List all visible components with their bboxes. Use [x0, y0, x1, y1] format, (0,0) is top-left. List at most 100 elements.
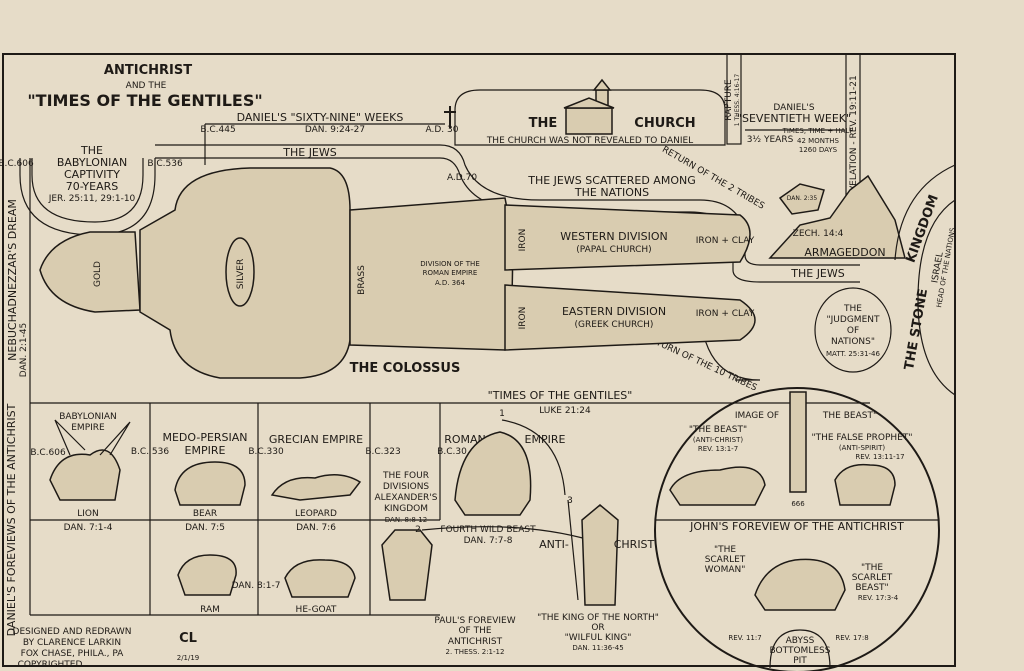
image-1: IMAGE OF: [735, 411, 779, 421]
revelation-label: THE REVELATION - REV. 19:11-21: [849, 75, 859, 226]
title-line1: ANTICHRIST: [104, 63, 192, 78]
iron-clay-east: IRON + CLAY: [696, 309, 755, 319]
abyss-3: PIT: [793, 656, 807, 666]
num-2: 2: [415, 525, 421, 535]
grecian-date: B.C.330: [248, 447, 284, 457]
king-1: "THE KING OF THE NORTH": [537, 613, 659, 623]
fourth-beast-ref: DAN. 7:7-8: [464, 536, 513, 546]
church-note: THE CHURCH WAS NOT REVEALED TO DANIEL: [486, 136, 693, 146]
johns-block: JOHN'S FOREVIEW OF THE ANTICHRIST IMAGE …: [654, 387, 940, 671]
div-1: DIVISION OF THE: [420, 260, 480, 268]
title-block: ANTICHRIST AND THE "TIMES OF THE GENTILE…: [27, 63, 262, 110]
credits-2: BY CLARENCE LARKIN: [23, 638, 121, 648]
judgment-3: OF: [847, 326, 859, 336]
foreviews-label: DANIEL'S FOREVIEWS OF THE ANTICHRIST: [5, 403, 18, 636]
king-figure-icon: [581, 504, 619, 606]
beast-1: "THE BEAST": [689, 425, 747, 435]
leopard-ref: DAN. 7:6: [296, 523, 336, 533]
iron-clay-west: IRON + CLAY: [696, 236, 755, 246]
scattered-1: THE JEWS SCATTERED AMONG: [527, 174, 696, 187]
johns-label: JOHN'S FOREVIEW OF THE ANTICHRIST: [689, 520, 904, 533]
seventieth-week: DANIEL'S "SEVENTIETH WEEK" 3½ YEARS TIME…: [737, 103, 853, 154]
rapture-ref: 1 THESS. 4:16-17: [734, 74, 741, 127]
weeks-ref: DAN. 9:24-27: [305, 125, 365, 135]
lion-label: LION: [77, 509, 99, 519]
captivity-line2: BABYLONIAN: [57, 156, 127, 169]
four-2: DIVISIONS: [383, 482, 430, 492]
beast-2: (ANTI-CHRIST): [693, 436, 743, 444]
church-label: CHURCH: [634, 116, 695, 131]
babylon-date: B.C.606: [30, 448, 66, 458]
nebuchadnezzar-label-block: NEBUCHADNEZZAR'S DREAM DAN. 2:1-45: [6, 158, 31, 403]
church-block: THE CHURCH THE CHURCH WAS NOT REVEALED T…: [454, 78, 726, 146]
goat-head-icon: [381, 529, 433, 601]
woman-3: WOMAN": [705, 565, 746, 575]
ad30-label: A.D. 30: [426, 125, 459, 135]
abyss-arc: [769, 629, 831, 669]
rapture-label: RAPTURE: [724, 79, 734, 121]
div-3: A.D. 364: [435, 279, 466, 287]
ad70-label: A.D.70: [447, 173, 477, 183]
bc606-top: B.C.606: [0, 159, 34, 169]
image-2: THE BEAST": [822, 411, 877, 421]
credits-mark: CL: [179, 631, 197, 646]
beast-ref: REV. 13:1-7: [698, 445, 738, 453]
king-ref: DAN. 11:36-45: [572, 644, 623, 652]
four-1: THE FOUR: [382, 471, 429, 481]
east-2: (GREEK CHURCH): [575, 320, 654, 330]
king-2: "WILFUL KING": [565, 633, 632, 643]
foreviews-grid: DANIEL'S FOREVIEWS OF THE ANTICHRIST: [5, 403, 441, 636]
colossus-head: [39, 231, 141, 313]
num-666: 666: [791, 500, 805, 508]
babylon-cell: BABYLONIAN EMPIRE B.C.606 LION DAN. 7:1-…: [30, 412, 131, 533]
sbeast-ref: REV. 17:3-4: [858, 594, 899, 602]
ram-label: RAM: [200, 605, 220, 615]
credits-3: FOX CHASE, PHILA., PA: [21, 649, 125, 659]
silver-label: SILVER: [236, 259, 246, 290]
abyss-2: BOTTOMLESS: [770, 646, 831, 656]
sbeast-1: "THE: [861, 563, 883, 573]
paul-3: ANTICHRIST: [448, 637, 503, 647]
gold-label: GOLD: [93, 261, 103, 287]
times-3: 1260 DAYS: [799, 146, 838, 154]
gentiles-label: "TIMES OF THE GENTILES": [488, 389, 633, 402]
paul-ref: 2. THESS. 2:1-12: [446, 648, 505, 656]
johns-circle: [654, 387, 940, 671]
babylon-1: BABYLONIAN: [59, 412, 117, 422]
bc536-top: B.C.536: [147, 159, 183, 169]
title-line2: AND THE: [126, 81, 167, 91]
roman-date: B.C.30: [437, 447, 467, 457]
times-1: TIMES, TIME + HALF: [782, 127, 854, 135]
stone-icon: [778, 183, 825, 215]
paul-2: OF THE: [458, 626, 491, 636]
zech-label: ZECH. 14:4: [793, 229, 844, 239]
weeks-label: DANIEL'S "SIXTY-NINE" WEEKS: [237, 111, 404, 124]
sbeast-3: BEAST": [855, 583, 888, 593]
fourth-beast-icon: [454, 431, 532, 516]
sword-icon: [567, 499, 579, 601]
four-divisions-cell: B.C.323 THE FOUR DIVISIONS ALEXANDER'S K…: [365, 447, 438, 601]
bear-icon: [174, 461, 246, 506]
fourth-beast-label: FOURTH WILD BEAST: [440, 525, 536, 535]
scattered-2: THE NATIONS: [574, 186, 649, 199]
medo-cell: MEDO-PERSIAN EMPIRE B.C. 536 BEAR DAN. 7…: [131, 431, 281, 615]
king-or: OR: [591, 623, 604, 633]
credits-4: COPYRIGHTED: [18, 660, 83, 670]
roman-label: ROMAN: [444, 433, 486, 446]
four-4: KINGDOM: [384, 504, 428, 514]
christ-label: CHRIST: [614, 538, 655, 551]
medo-date: B.C. 536: [131, 447, 169, 457]
grecian-cell: GRECIAN EMPIRE B.C.330 LEOPARD DAN. 7:6 …: [248, 433, 363, 615]
prophet-ref: REV. 13:11-17: [855, 453, 904, 461]
rapture-block: RAPTURE 1 THESS. 4:16-17: [724, 53, 742, 145]
paul-1: PAUL'S FOREVIEW: [434, 616, 515, 626]
woman-1: "THE: [714, 545, 736, 555]
rev11-label: REV. 11:7: [728, 634, 761, 642]
credits-1: DESIGNED AND REDRAWN: [13, 627, 132, 637]
brass-label: BRASS: [357, 265, 367, 295]
ram-ref: DAN. 8:1-7: [232, 581, 281, 591]
anti-label: ANTI-: [539, 538, 569, 551]
grecian-label: GRECIAN EMPIRE: [269, 433, 363, 446]
